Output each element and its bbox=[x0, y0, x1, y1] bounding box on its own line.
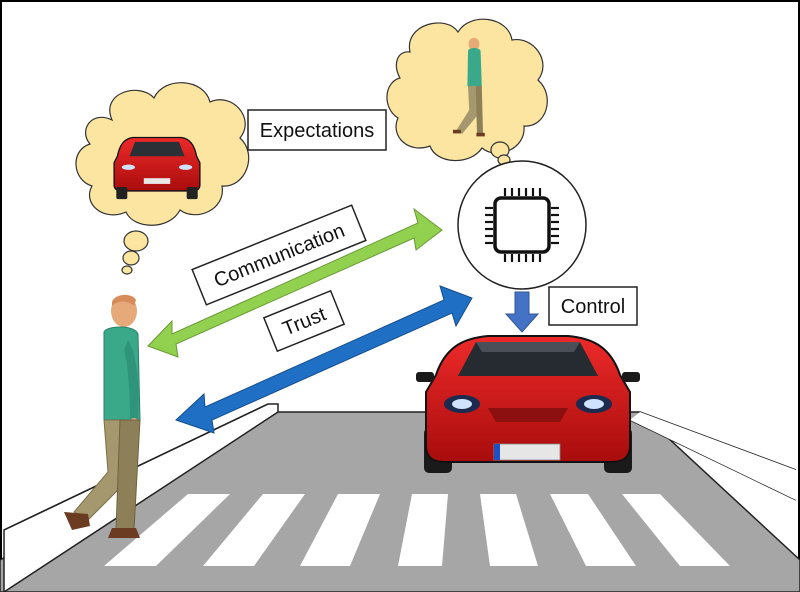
pedestrian-icon bbox=[64, 294, 141, 538]
crossing-stripe bbox=[398, 494, 448, 566]
communication-arrow bbox=[147, 207, 443, 358]
car-icon bbox=[416, 335, 640, 473]
expectations-label-box: Expectations bbox=[247, 109, 387, 151]
trust-arrow bbox=[175, 285, 473, 434]
crossing-stripe bbox=[480, 494, 538, 566]
crossing-stripe bbox=[203, 494, 305, 566]
crossing-stripe bbox=[550, 494, 636, 566]
right-sidewalk bbox=[630, 412, 796, 500]
car-icon bbox=[113, 136, 201, 200]
thought-cloud-right bbox=[386, 18, 548, 166]
crossing-stripe bbox=[104, 494, 230, 566]
cloud-bubble bbox=[121, 265, 133, 275]
control-label: Control bbox=[561, 296, 625, 318]
zebra-crossing bbox=[104, 494, 730, 566]
expectations-label: Expectations bbox=[260, 120, 375, 142]
control-label-box: Control bbox=[548, 286, 638, 326]
crossing-stripe bbox=[300, 494, 380, 566]
crossing-stripe bbox=[622, 494, 730, 566]
ai-controller bbox=[457, 160, 587, 290]
cloud-bubble bbox=[123, 230, 149, 252]
control-arrow bbox=[504, 291, 540, 333]
microchip-icon bbox=[485, 188, 559, 262]
cloud-bubble bbox=[122, 250, 140, 266]
cloud-shape bbox=[386, 18, 548, 162]
pedestrian-icon bbox=[453, 37, 485, 137]
